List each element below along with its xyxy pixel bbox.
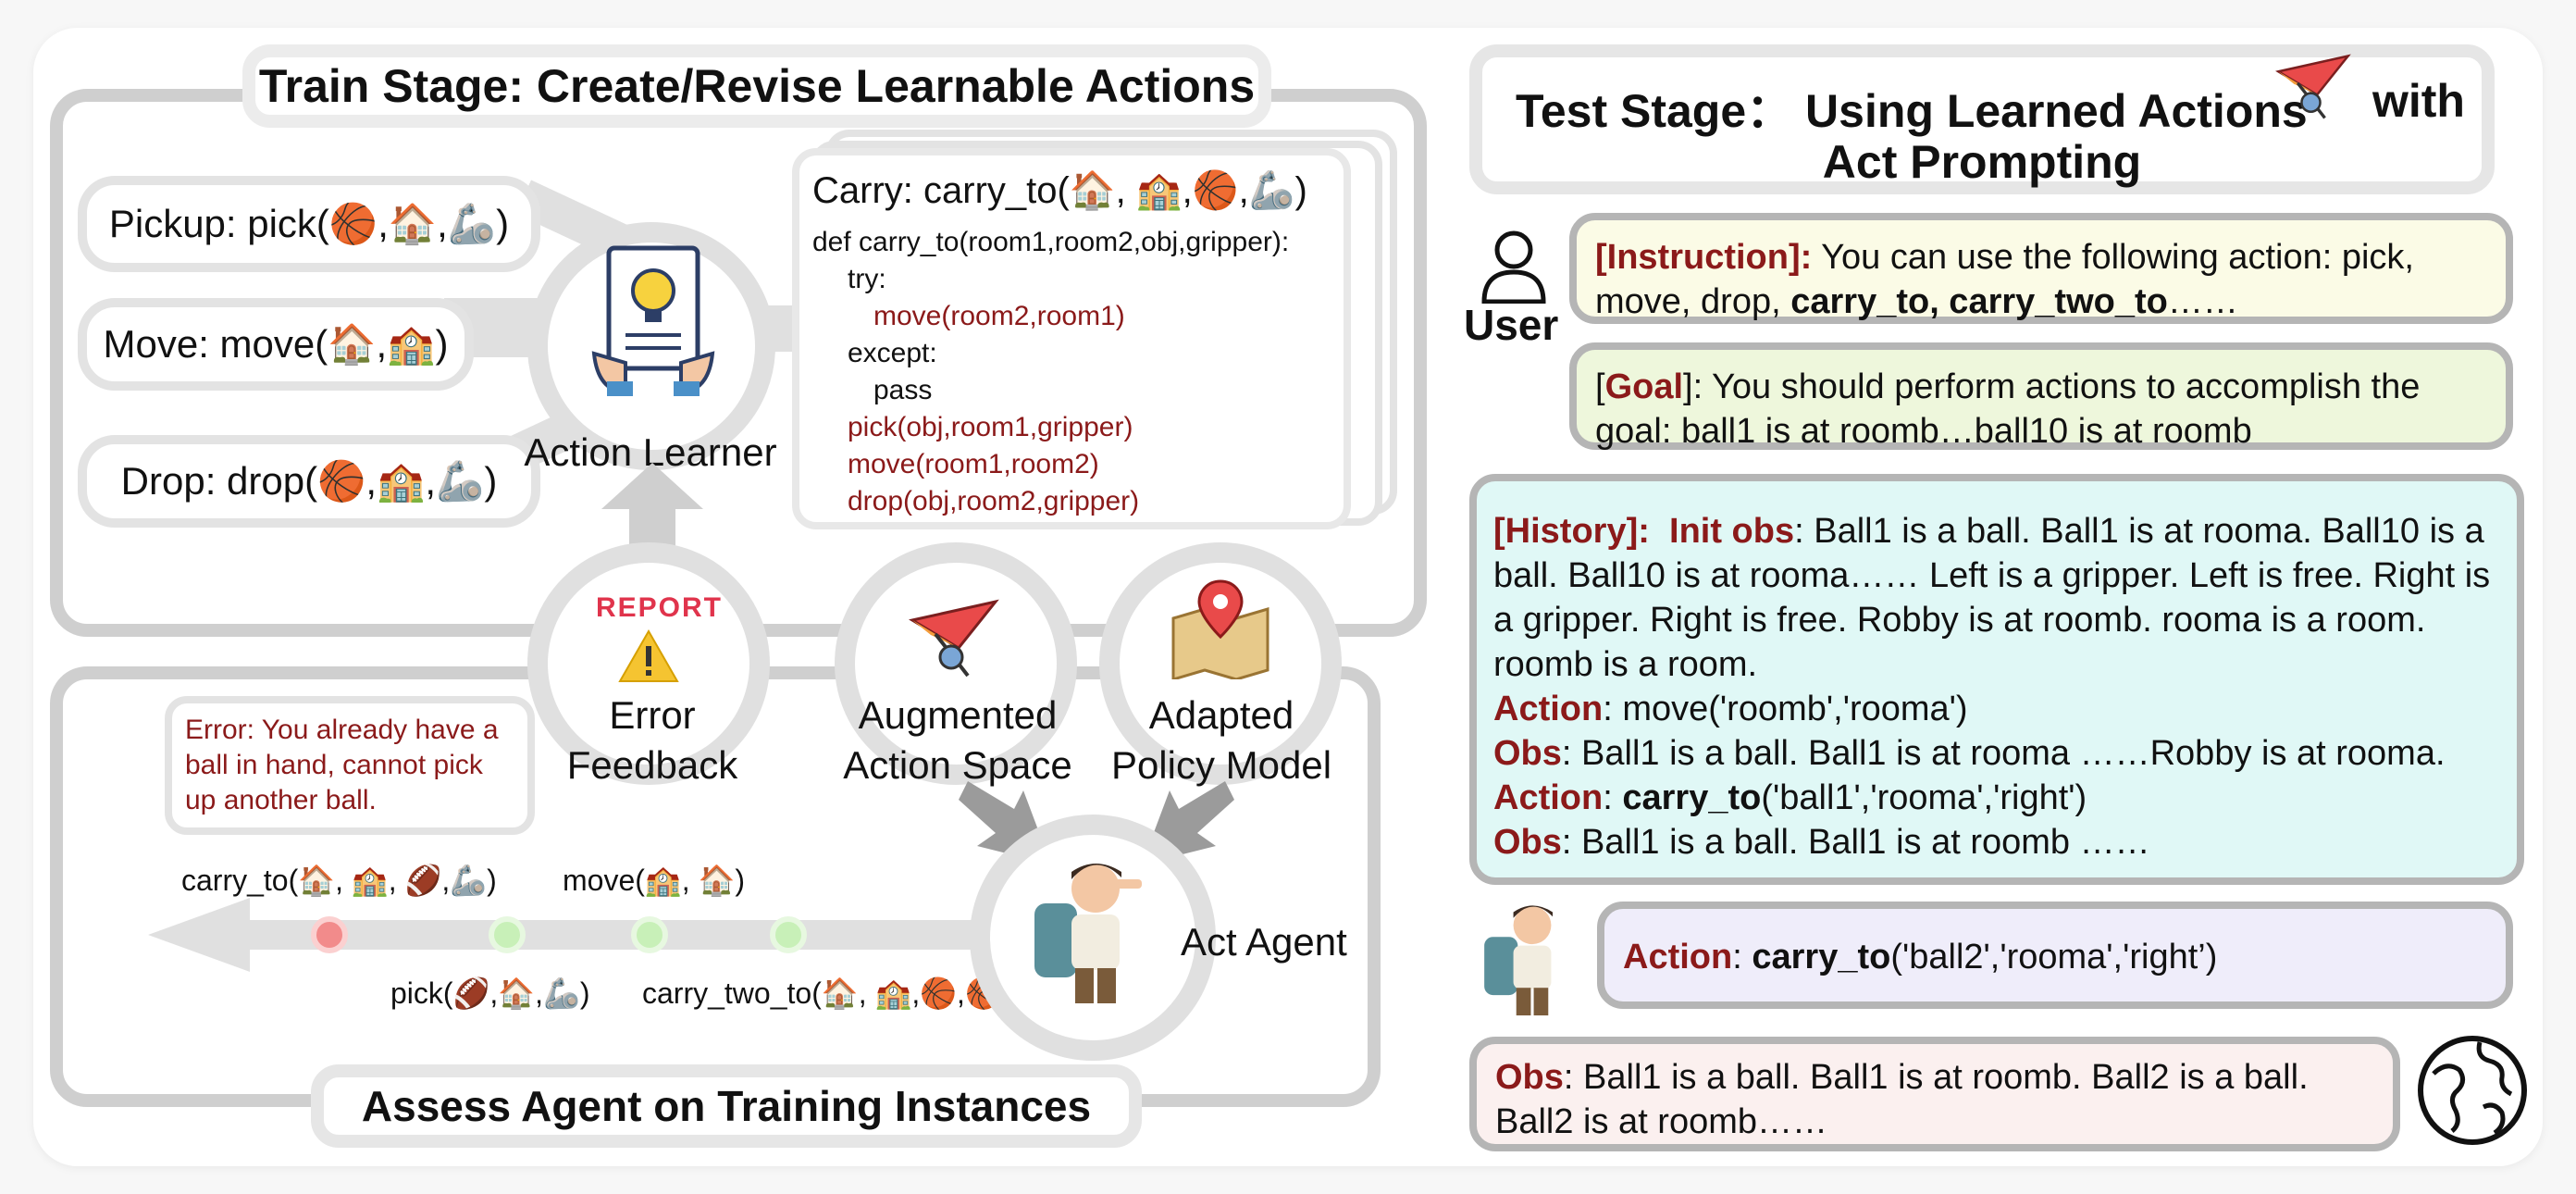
- init-obs-label: Init obs: [1669, 512, 1795, 551]
- error-feedback-line2: Feedback: [566, 743, 738, 787]
- assess-stage-title: Assess Agent on Training Instances: [311, 1064, 1142, 1148]
- init-obs-text: : Ball1 is a ball. Ball1 is at rooma. Ba…: [1493, 512, 2491, 684]
- obs2-text: : Ball1 is a ball. Ball1 is at roomb ……: [1561, 823, 2150, 862]
- history-action2: Action: carry_to('ball1','rooma','right'…: [1493, 776, 2500, 820]
- goal-box: [Goal]: You should perform actions to ac…: [1569, 342, 2513, 451]
- history-tag: History: [1505, 512, 1627, 551]
- action2-colon: :: [1603, 778, 1623, 817]
- final-obs-text: : Ball1 is a ball. Ball1 is at roomb. Ba…: [1495, 1058, 2309, 1141]
- trajectory-dot-error: [311, 916, 348, 953]
- augmented-action-space-label: Augmented Action Space: [814, 690, 1101, 790]
- hiker-agent-small-icon: [1484, 905, 1553, 1016]
- code-pick: pick(obj,room1,gripper): [848, 412, 1133, 442]
- code-try: try:: [848, 264, 886, 294]
- adapted-line2: Policy Model: [1110, 743, 1332, 787]
- test-title-with: with: [2372, 75, 2465, 127]
- traj-label-carry-two-to: carry_two_to(🏠, 🏫,🏀,🏀): [642, 976, 1012, 1010]
- act-agent-label: Act Agent: [1181, 920, 1347, 964]
- error-feedback-line1: Error: [609, 693, 696, 737]
- user-label: User: [1464, 301, 1559, 349]
- goal-tag: Goal: [1604, 367, 1684, 406]
- code-pass: pass: [873, 375, 933, 405]
- instruction-bracket-open: [: [1595, 238, 1607, 277]
- obs1-text: : Ball1 is a ball. Ball1 is at rooma ……R…: [1561, 734, 2446, 773]
- code-move2: move(room1,room2): [848, 449, 1099, 479]
- goal-text: : You should perform actions to accompli…: [1595, 367, 2421, 451]
- agent-action-colon: :: [1732, 938, 1752, 976]
- action2-label: Action: [1493, 778, 1604, 817]
- pickup-action-pill: Pickup: pick(🏀,🏠,🦾): [78, 176, 540, 272]
- map-pin-icon: [1171, 579, 1269, 679]
- action2-fn: carry_to: [1622, 778, 1762, 817]
- history-obs1: Obs: Ball1 is a ball. Ball1 is at rooma …: [1493, 731, 2500, 776]
- goal-bracket-close: ]: [1683, 367, 1693, 406]
- agent-action-fn: carry_to: [1752, 938, 1891, 976]
- instruction-text-a: You can use the following action: pick, …: [1595, 238, 2414, 321]
- instruction-text-bold: carry_to, carry_two_to: [1790, 282, 2168, 321]
- final-obs-label: Obs: [1495, 1058, 1564, 1097]
- user-icon: [1481, 230, 1546, 304]
- report-icon-text: REPORT: [596, 592, 724, 623]
- document-lightbulb-icon: [591, 245, 715, 396]
- obs2-label: Obs: [1493, 823, 1562, 862]
- agent-action-args: ('ball2','rooma','right’): [1890, 938, 2218, 976]
- move-action-pill: Move: move(🏠,🏫): [78, 298, 474, 391]
- hang-glider-icon: [909, 599, 999, 678]
- trajectory-dot-ok: [489, 916, 526, 953]
- drop-action-pill: Drop: drop(🏀,🏫,🦾): [78, 435, 540, 528]
- up-arrow: [601, 463, 703, 555]
- train-stage-title: Train Stage: Create/Revise Learnable Act…: [242, 44, 1271, 128]
- adapted-line1: Adapted: [1148, 693, 1294, 737]
- history-obs2: Obs: Ball1 is a ball. Ball1 is at roomb …: [1493, 820, 2500, 864]
- error-message-text: Error: You already have a ball in hand, …: [185, 715, 499, 815]
- hang-glider-title-icon: [2275, 54, 2351, 119]
- instruction-bracket-close: ]:: [1788, 238, 1813, 277]
- agent-action-box: Action: carry_to('ball2','rooma','right’…: [1597, 902, 2513, 1009]
- history-box: [History]: Init obs: Ball1 is a ball. Ba…: [1469, 474, 2524, 885]
- carry-code-box: Carry: carry_to(🏠, 🏫,🏀,🦾) def carry_to(r…: [792, 148, 1351, 529]
- trajectory-dot-ok: [770, 916, 807, 953]
- augmented-line1: Augmented: [858, 693, 1058, 737]
- action2-args: ('ball1','rooma','right'): [1761, 778, 2087, 817]
- action1-text: : move('roomb','rooma'): [1603, 690, 1968, 728]
- trajectory-dot-ok: [631, 916, 668, 953]
- carry-header: Carry: carry_to(🏠, 🏫,🏀,🦾): [812, 170, 1307, 211]
- hiker-agent-icon: [1034, 864, 1142, 1003]
- code-def: def carry_to(room1,room2,obj,gripper):: [812, 227, 1290, 257]
- traj-label-move: move(🏫, 🏠): [563, 864, 746, 897]
- error-message-box: Error: You already have a ball in hand, …: [165, 696, 535, 835]
- error-feedback-label: Error Feedback: [518, 690, 786, 790]
- globe-icon: [2418, 1036, 2527, 1145]
- traj-label-carry-to: carry_to(🏠, 🏫, 🏈,🦾): [181, 864, 497, 897]
- history-bracket-open: [: [1493, 512, 1505, 551]
- obs1-label: Obs: [1493, 734, 1562, 773]
- agent-action-label: Action: [1623, 938, 1733, 976]
- test-title-line1: Test Stage： Using Learned Actions: [1516, 85, 2308, 137]
- traj-label-pick: pick(🏈,🏠,🦾): [390, 976, 590, 1010]
- instruction-box: [Instruction]: You can use the following…: [1569, 213, 2513, 324]
- code-move1: move(room2,room1): [873, 301, 1125, 331]
- adapted-policy-model-label: Adapted Policy Model: [1083, 690, 1360, 790]
- instruction-tag: Instruction: [1606, 238, 1789, 277]
- history-bracket-close: ]:: [1626, 512, 1670, 551]
- instruction-text-b: ……: [2167, 282, 2238, 321]
- warning-icon: [618, 629, 679, 682]
- trajectory-arrow: [148, 898, 1027, 972]
- goal-bracket-open: [: [1595, 367, 1605, 406]
- code-except: except:: [848, 338, 937, 368]
- final-obs-box: Obs: Ball1 is a ball. Ball1 is at roomb.…: [1469, 1037, 2400, 1151]
- code-drop: drop(obj,room2,gripper): [848, 486, 1140, 516]
- history-action1: Action: move('roomb','rooma'): [1493, 687, 2500, 731]
- action1-label: Action: [1493, 690, 1604, 728]
- test-title-line2: Act Prompting: [1822, 136, 2142, 188]
- augmented-line2: Action Space: [843, 743, 1072, 787]
